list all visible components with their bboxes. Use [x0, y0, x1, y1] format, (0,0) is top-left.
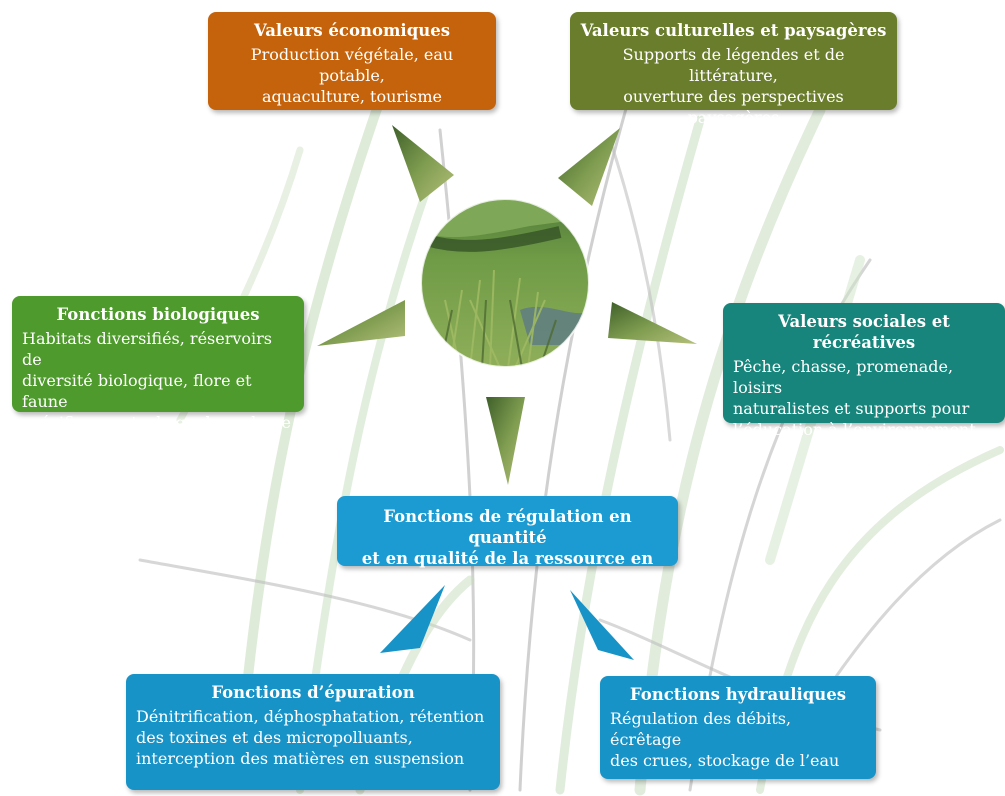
ray-bottom: [486, 397, 525, 485]
box-economic-body: Production végétale, eau potable, aquacu…: [218, 44, 486, 107]
box-social: Valeurs sociales et récréatives Pêche, c…: [723, 303, 1005, 423]
box-regulation-title: Fonctions de régulation en quantité et e…: [347, 506, 668, 590]
box-epuration: Fonctions d’épuration Dénitrification, d…: [126, 674, 500, 790]
box-biological: Fonctions biologiques Habitats diversifi…: [12, 296, 304, 412]
box-economic: Valeurs économiques Production végétale,…: [208, 12, 496, 110]
box-economic-title: Valeurs économiques: [218, 20, 486, 41]
box-cultural: Valeurs culturelles et paysagères Suppor…: [570, 12, 897, 110]
box-hydraulic: Fonctions hydrauliques Régulation des dé…: [600, 676, 876, 779]
box-biological-title: Fonctions biologiques: [22, 304, 294, 325]
box-hydraulic-body: Régulation des débits, écrêtage des crue…: [610, 708, 866, 771]
box-epuration-body: Dénitrification, déphosphatation, rétent…: [136, 706, 490, 769]
box-cultural-body: Supports de légendes et de littérature, …: [580, 44, 887, 128]
box-social-title: Valeurs sociales et récréatives: [733, 311, 995, 353]
box-epuration-title: Fonctions d’épuration: [136, 682, 490, 703]
box-social-body: Pêche, chasse, promenade, loisirs natura…: [733, 356, 995, 440]
box-biological-body: Habitats diversifiés, réservoirs de dive…: [22, 328, 294, 433]
box-cultural-title: Valeurs culturelles et paysagères: [580, 20, 887, 41]
box-hydraulic-title: Fonctions hydrauliques: [610, 684, 866, 705]
box-regulation: Fonctions de régulation en quantité et e…: [337, 496, 678, 566]
